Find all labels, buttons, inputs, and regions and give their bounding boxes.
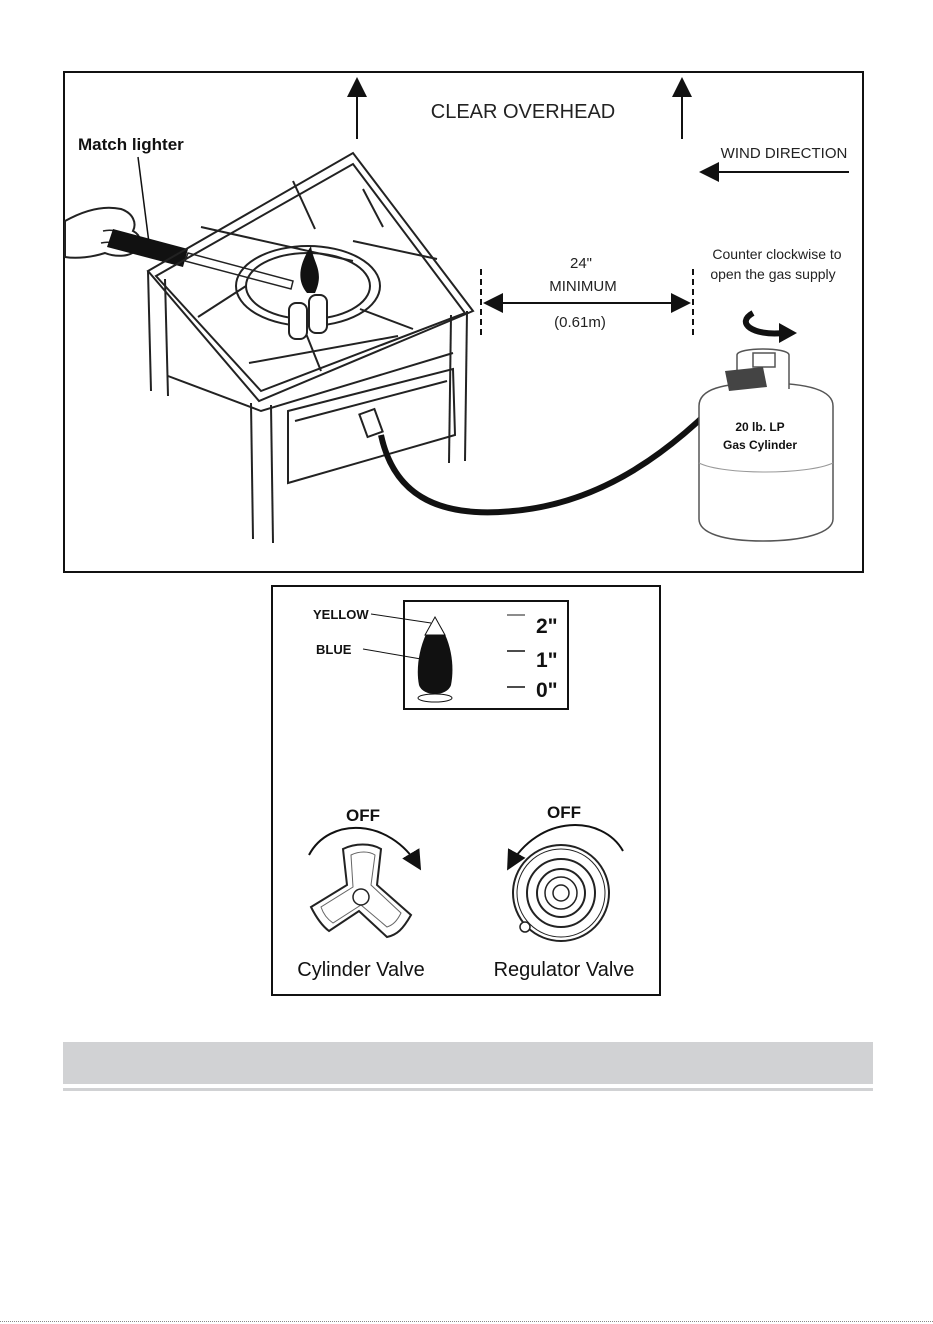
cylinder-valve-off-label: OFF xyxy=(346,806,380,825)
cylinder-label-line1: 20 lb. LP xyxy=(735,420,784,434)
regulator-valve-knob-icon xyxy=(513,845,609,941)
distance-metric: (0.61m) xyxy=(554,314,606,331)
blue-flame-label: BLUE xyxy=(316,642,352,657)
clear-overhead-label: CLEAR OVERHEAD xyxy=(431,101,616,123)
match-lighter-label: Match lighter xyxy=(78,135,184,154)
regulator-valve-label: Regulator Valve xyxy=(494,959,635,981)
flame-scale-2in: 2" xyxy=(536,615,558,638)
distance-label: MINIMUM xyxy=(549,278,617,295)
flame-and-valves-diagram: YELLOW BLUE 2" 1" 0" OFF Cylinder Valve … xyxy=(271,585,661,996)
page-bottom-divider xyxy=(0,1321,933,1322)
wind-direction-label: WIND DIRECTION xyxy=(721,145,848,162)
regulator-valve-off-label: OFF xyxy=(547,803,581,822)
cylinder-label-line2: Gas Cylinder xyxy=(723,438,797,452)
distance-value: 24" xyxy=(570,255,592,272)
cylinder-valve-label: Cylinder Valve xyxy=(297,959,424,981)
flame-scale-0in: 0" xyxy=(536,679,558,702)
yellow-flame-label: YELLOW xyxy=(313,607,369,622)
flame-scale-1in: 1" xyxy=(536,649,558,672)
counter-clockwise-line1: Counter clockwise to xyxy=(712,246,841,262)
burner-setup-diagram: CLEAR OVERHEAD WIND DIRECTION Match ligh… xyxy=(63,71,864,573)
counter-clockwise-line2: open the gas supply xyxy=(710,266,835,282)
section-header-band xyxy=(63,1042,873,1084)
section-divider xyxy=(63,1088,873,1091)
